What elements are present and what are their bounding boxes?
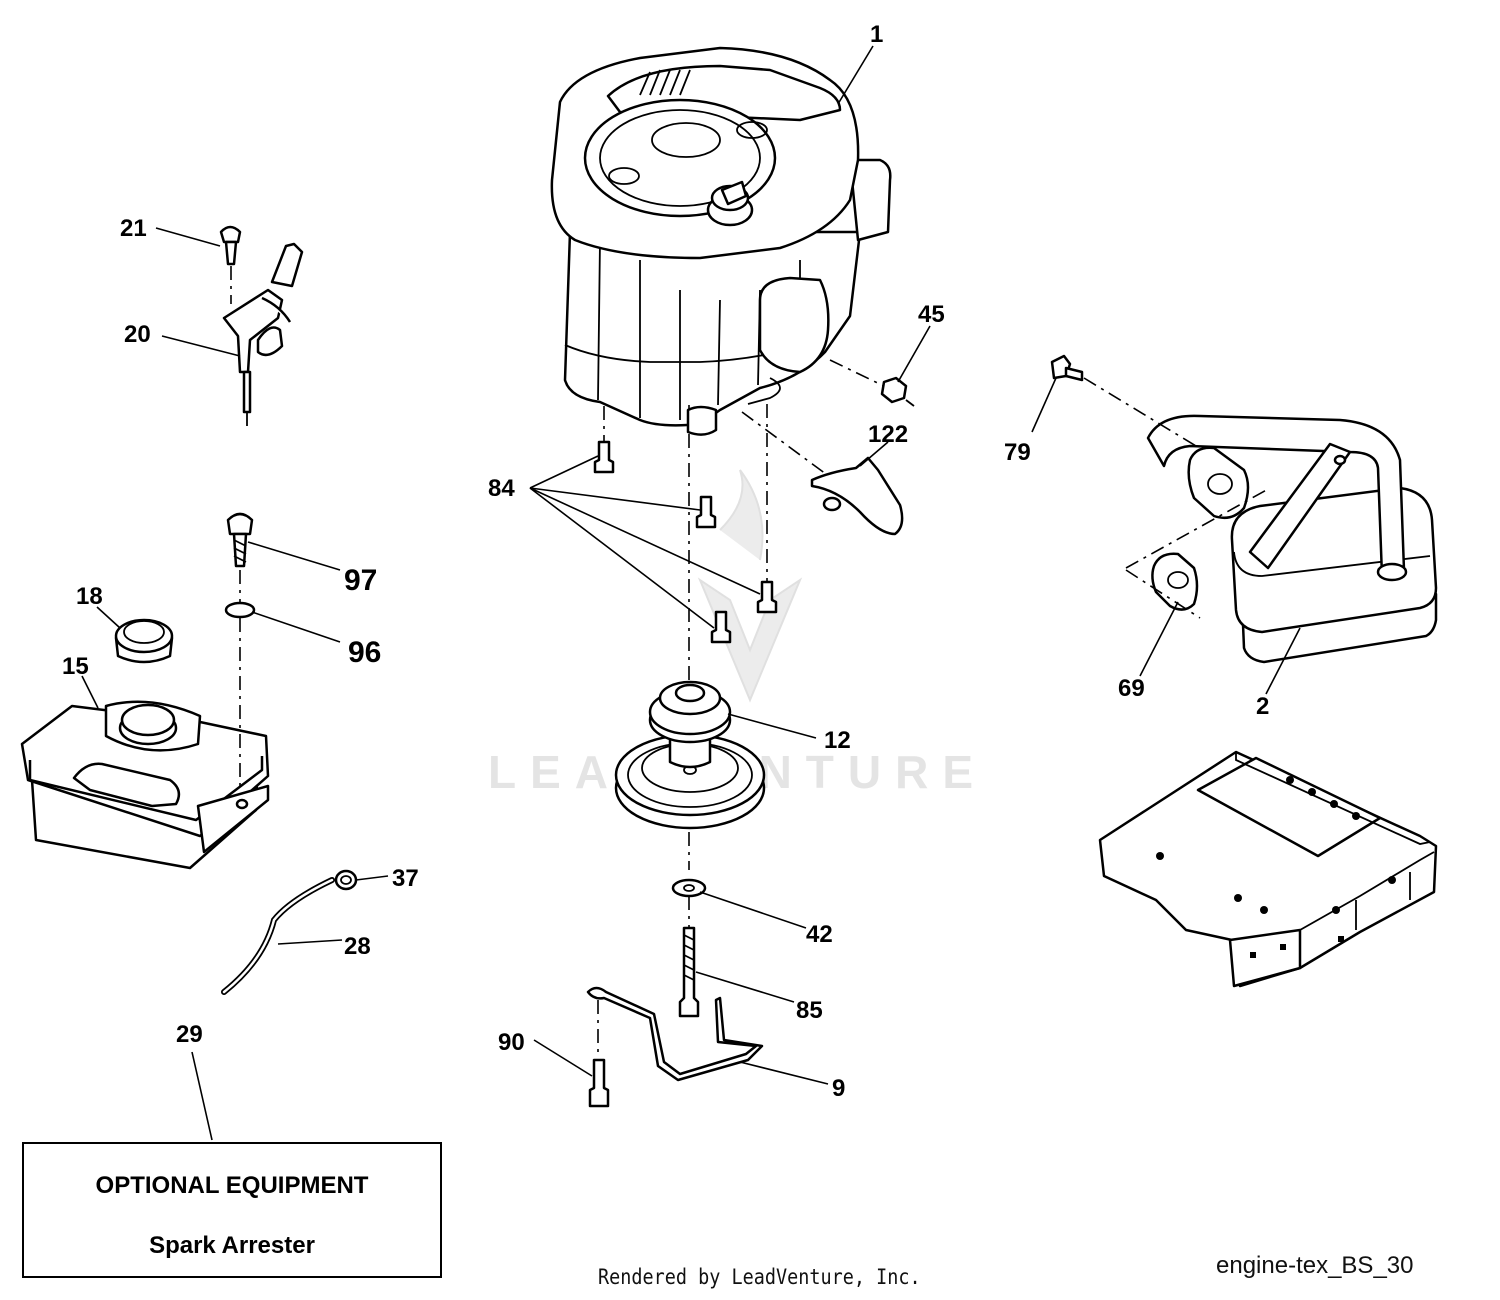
engine-pulley-part-12 — [614, 680, 766, 830]
pulley-bolt-part-85 — [678, 926, 700, 1018]
callout-18: 18 — [76, 583, 103, 610]
washer-part-42 — [671, 878, 707, 898]
heat-shield-part-122 — [741, 411, 904, 536]
exhaust-gasket-part-69 — [1151, 552, 1199, 611]
optional-equipment-item: Spark Arrester — [149, 1232, 315, 1259]
nut-part-45 — [829, 359, 915, 407]
engine-mounting-bolts-part-84 — [593, 404, 778, 644]
fuel-tank-part-15 — [20, 700, 270, 870]
callout-42: 42 — [806, 921, 833, 948]
muffler-part-2 — [1146, 414, 1438, 664]
callout-21: 21 — [120, 215, 147, 242]
callout-96: 96 — [348, 636, 381, 669]
fuel-cap-part-18 — [114, 618, 174, 664]
callout-1: 1 — [870, 21, 883, 48]
callout-90: 90 — [498, 1029, 525, 1056]
callout-69: 69 — [1118, 675, 1145, 702]
callout-9: 9 — [832, 1075, 845, 1102]
engine-mounting-plate — [1098, 750, 1438, 988]
fuel-line-part-28 — [221, 877, 335, 995]
callout-122: 122 — [868, 421, 908, 448]
gasket-alignment-line-2 — [1125, 487, 1271, 569]
screw-part-79 — [1050, 354, 1197, 447]
callout-85: 85 — [796, 997, 823, 1024]
callout-12: 12 — [824, 727, 851, 754]
callout-45: 45 — [918, 301, 945, 328]
exhaust-flange — [1187, 446, 1250, 519]
callout-97: 97 — [344, 564, 377, 597]
washer-part-96 — [224, 601, 256, 619]
callout-2: 2 — [1256, 693, 1269, 720]
callout-20: 20 — [124, 321, 151, 348]
callout-15: 15 — [62, 653, 89, 680]
screw-part-21 — [219, 225, 242, 304]
leader-lines — [81, 45, 1301, 1141]
crankshaft-stub — [686, 405, 718, 436]
optional-equipment-title: OPTIONAL EQUIPMENT — [95, 1172, 369, 1199]
diagram-id: engine-tex_BS_30 — [1216, 1252, 1414, 1279]
callout-79: 79 — [1004, 439, 1031, 466]
hose-clamp-part-37 — [334, 869, 358, 891]
watermark-logo — [697, 469, 803, 703]
callout-28: 28 — [344, 933, 371, 960]
fuel-line-inner-part-28 — [222, 878, 334, 994]
callout-29: 29 — [176, 1021, 203, 1048]
bolt-part-90 — [588, 1058, 610, 1108]
callout-37: 37 — [392, 865, 419, 892]
engine-part-1 — [550, 46, 892, 427]
screw-part-97 — [226, 512, 254, 568]
rendered-by-credit: Rendered by LeadVenture, Inc. — [598, 1265, 921, 1289]
washer-hole-part-42 — [683, 884, 695, 892]
optional-equipment-box: OPTIONAL EQUIPMENT Spark Arrester — [22, 1142, 442, 1278]
callout-84: 84 — [488, 475, 515, 502]
belt-guide-part-9 — [586, 986, 764, 1082]
throttle-control-part-20 — [222, 242, 304, 426]
